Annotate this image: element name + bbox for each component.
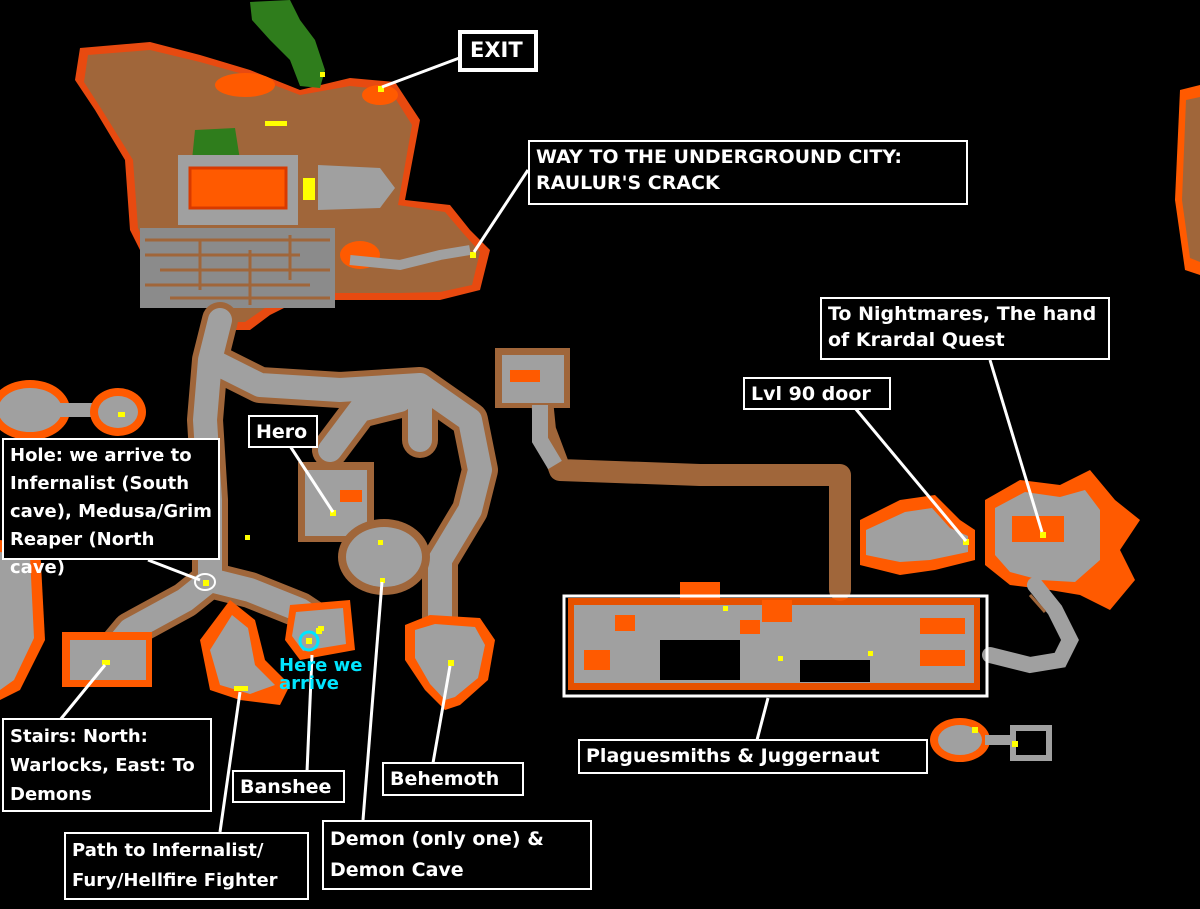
city-marker (320, 72, 325, 77)
nightmares-label: To Nightmares, The hand of Krardal Quest (820, 297, 1110, 360)
hole-marker (203, 580, 209, 586)
plague-marker (868, 651, 873, 656)
southeast-room-floor (938, 725, 982, 755)
crack-path (349, 245, 471, 271)
hero-pointer (288, 445, 335, 513)
plague-lava-block (920, 650, 965, 666)
lvl90-pointer (853, 407, 968, 542)
stairs-room (62, 632, 152, 687)
underground-city-label: WAY TO THE UNDERGROUND CITY: RAULUR'S CR… (528, 140, 968, 205)
banshee-label: Banshee (232, 770, 345, 803)
city-marker (265, 121, 287, 126)
banshee-pointer (305, 654, 314, 773)
underground-pointer (472, 169, 530, 253)
demon-pointer (361, 581, 384, 821)
demon-cave-marker (380, 578, 385, 583)
behemoth-cave (405, 615, 495, 710)
city-area (75, 0, 490, 330)
temple-pool (188, 166, 288, 210)
temple-annex (318, 165, 395, 210)
maze-lines (145, 235, 330, 305)
hole-circle (194, 573, 216, 591)
crack-marker (470, 252, 476, 258)
plague-lava-block (740, 620, 760, 634)
southeast-corridor (985, 735, 1013, 745)
demon-cave (338, 519, 430, 595)
nightmares-marker (1040, 532, 1046, 538)
stairs-pointer (58, 664, 107, 721)
north-room-path (532, 405, 562, 470)
west-marker (118, 412, 125, 417)
far-east-edge (1175, 85, 1200, 275)
stairs-label: Stairs: North: Warlocks, East: To Demons (2, 718, 212, 812)
infernalist-pointer (218, 691, 242, 833)
arrival-circle (298, 630, 320, 652)
behemoth-marker (448, 660, 454, 666)
stairs-marker (102, 660, 110, 665)
demon-marker (378, 540, 383, 545)
east-edge-ground (1182, 97, 1200, 262)
pointer-lines (58, 55, 1044, 833)
exit-pointer (381, 55, 463, 89)
north-room (495, 348, 570, 470)
infernalist-path-area (200, 600, 290, 705)
hero-room-lava (340, 490, 362, 502)
nightmares-pointer (988, 359, 1044, 533)
plaguesmiths-pointer (755, 697, 770, 741)
behemoth-label: Behemoth (382, 762, 524, 796)
plague-lava-block (615, 615, 635, 631)
plaguesmiths-frame (562, 594, 989, 698)
southeast-marker (1012, 741, 1018, 747)
plague-gap (800, 660, 870, 682)
southeast-small-room (1010, 725, 1052, 761)
hole-label: Hole: we arrive to Infernalist (South ca… (2, 438, 220, 578)
west-rooms (0, 380, 146, 700)
arrival-marker (306, 638, 312, 644)
here-we-arrive-label: Here we arrive (279, 655, 363, 694)
exit-label: EXIT (458, 30, 538, 72)
lvl90-door-label: Lvl 90 door (743, 377, 891, 410)
hero-room-floor (305, 470, 367, 536)
corridor-marker (318, 626, 324, 631)
hero-marker (330, 510, 336, 516)
plague-small-room (762, 600, 792, 622)
hero-label: Hero (248, 415, 318, 448)
plague-lava-block (920, 618, 965, 634)
hole-pointer (147, 558, 201, 582)
west-floor-edge (0, 552, 34, 690)
lvl90-door-marker (963, 539, 969, 545)
southeast-marker (972, 727, 978, 733)
north-room-lava (510, 370, 540, 382)
infernalist-floor (210, 615, 275, 694)
east-complex (568, 470, 1140, 762)
demon-label: Demon (only one) & Demon Cave (322, 820, 592, 890)
behemoth-pointer (431, 665, 452, 764)
grass-strip (250, 0, 325, 88)
plague-marker (778, 656, 783, 661)
exit-marker (378, 86, 384, 92)
east-winding-corridor (982, 577, 1079, 674)
city-lava-pool (362, 85, 398, 105)
east-winding-corridor-rim (1028, 594, 1047, 613)
east-corridor (529, 369, 851, 601)
plague-gap (660, 640, 740, 680)
west-room-floor (0, 388, 62, 432)
plague-marker (723, 606, 728, 611)
city-lava-pool (215, 73, 275, 97)
plague-lava-block (584, 650, 610, 670)
plaguesmiths-label: Plaguesmiths & Juggernaut (578, 739, 928, 774)
demon-cave-floor (346, 527, 422, 587)
path-infernalist-label: Path to Infernalist/ Fury/Hellfire Fight… (64, 832, 309, 900)
temple-gate (303, 178, 315, 200)
door-corridor-floor (866, 508, 968, 562)
infernalist-marker (234, 686, 248, 691)
corridor-marker (245, 535, 250, 540)
